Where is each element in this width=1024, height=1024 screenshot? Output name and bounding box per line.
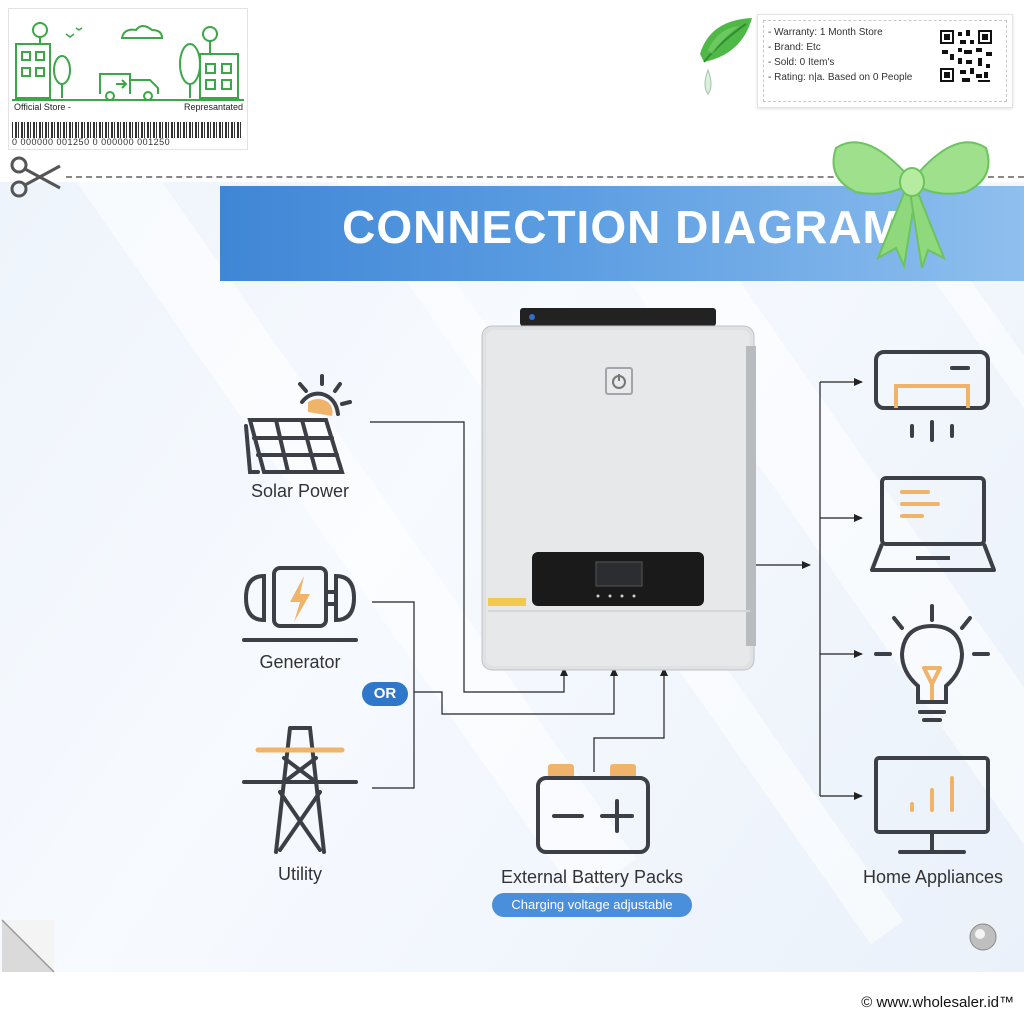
- info-rating: - Rating: n|a. Based on 0 People: [768, 72, 913, 83]
- diagram-title: CONNECTION DIAGRAM: [342, 201, 902, 253]
- ribbon-bow-icon: [832, 141, 990, 270]
- solar-panel-icon: [244, 374, 352, 474]
- info-sold: - Sold: 0 Item's: [768, 57, 835, 68]
- metal-pin-icon: [969, 923, 997, 951]
- generator-label: Generator: [259, 652, 341, 672]
- store-right-label: Represantated: [184, 102, 244, 112]
- solar-power-label: Solar Power: [250, 481, 350, 501]
- home-appliances-label: Home Appliances: [862, 867, 1004, 887]
- or-badge: OR: [362, 682, 408, 706]
- barcode: [12, 122, 242, 138]
- qr-code: [938, 28, 994, 84]
- light-bulb-icon: [874, 604, 990, 722]
- leaf-icon: [700, 18, 752, 95]
- product-info-border: [763, 20, 1007, 102]
- inverter-device: [481, 308, 756, 671]
- laptop-icon: [870, 476, 996, 572]
- scissors-icon: [10, 156, 61, 198]
- page-curl-icon: [1, 919, 55, 973]
- battery-icon: [536, 764, 650, 854]
- store-illustration: [12, 22, 244, 101]
- info-warranty: - Warranty: 1 Month Store: [768, 27, 883, 38]
- charging-voltage-pill: Charging voltage adjustable: [492, 893, 692, 917]
- cut-line: [66, 176, 1024, 178]
- battery-label: External Battery Packs: [500, 867, 684, 887]
- info-brand: - Brand: Etc: [768, 42, 821, 53]
- copyright-text: © www.wholesaler.id™: [861, 994, 1014, 1011]
- barcode-number: 0 000000 001250 0 000000 001250: [12, 137, 171, 147]
- utility-tower-icon: [242, 726, 358, 854]
- utility-label: Utility: [278, 864, 322, 884]
- generator-icon: [242, 566, 358, 642]
- store-left-label: Official Store -: [14, 102, 71, 112]
- monitor-icon: [874, 756, 990, 854]
- air-conditioner-icon: [874, 350, 990, 442]
